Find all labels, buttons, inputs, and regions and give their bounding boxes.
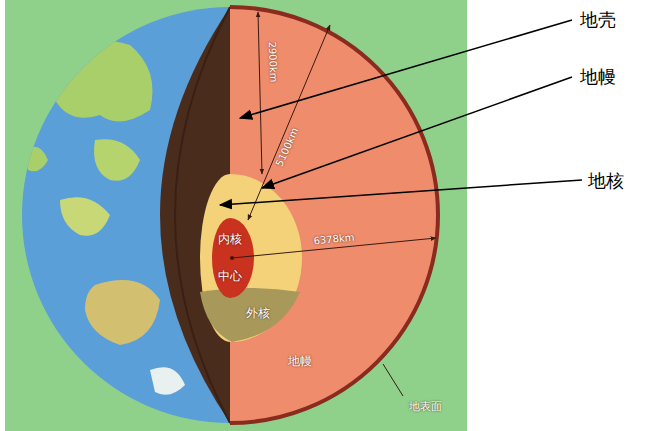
continent	[94, 139, 140, 181]
depth-line	[248, 25, 330, 220]
layer-name: 地幔	[580, 67, 616, 87]
globe-ocean	[22, 7, 438, 423]
outer-core	[200, 174, 302, 342]
pointer-arrow	[262, 77, 572, 188]
region-label: 地幔	[288, 355, 312, 368]
region-label: 内核	[218, 233, 242, 246]
layer-name: 地壳	[580, 10, 616, 30]
layer-name: 地核	[588, 171, 624, 191]
depth-line	[258, 12, 262, 174]
continent	[39, 40, 153, 121]
continent	[150, 367, 185, 395]
dimension-label: 5100km	[274, 126, 301, 168]
continent	[85, 280, 160, 345]
center-dot	[230, 256, 234, 260]
continent	[25, 147, 48, 172]
region-label: 外核	[246, 307, 270, 320]
continent	[60, 197, 110, 236]
dimension-label: 6378km	[313, 232, 355, 247]
core-shelf	[200, 288, 300, 342]
inner-core	[212, 218, 254, 298]
dimension-label: 2900km	[267, 41, 279, 82]
leader-line	[383, 364, 403, 396]
region-label: 中心	[218, 270, 242, 283]
pointer-arrow	[220, 180, 582, 205]
surface-label: 地表面	[409, 401, 442, 413]
green-ground	[5, 0, 467, 431]
pointer-arrow	[240, 20, 572, 118]
